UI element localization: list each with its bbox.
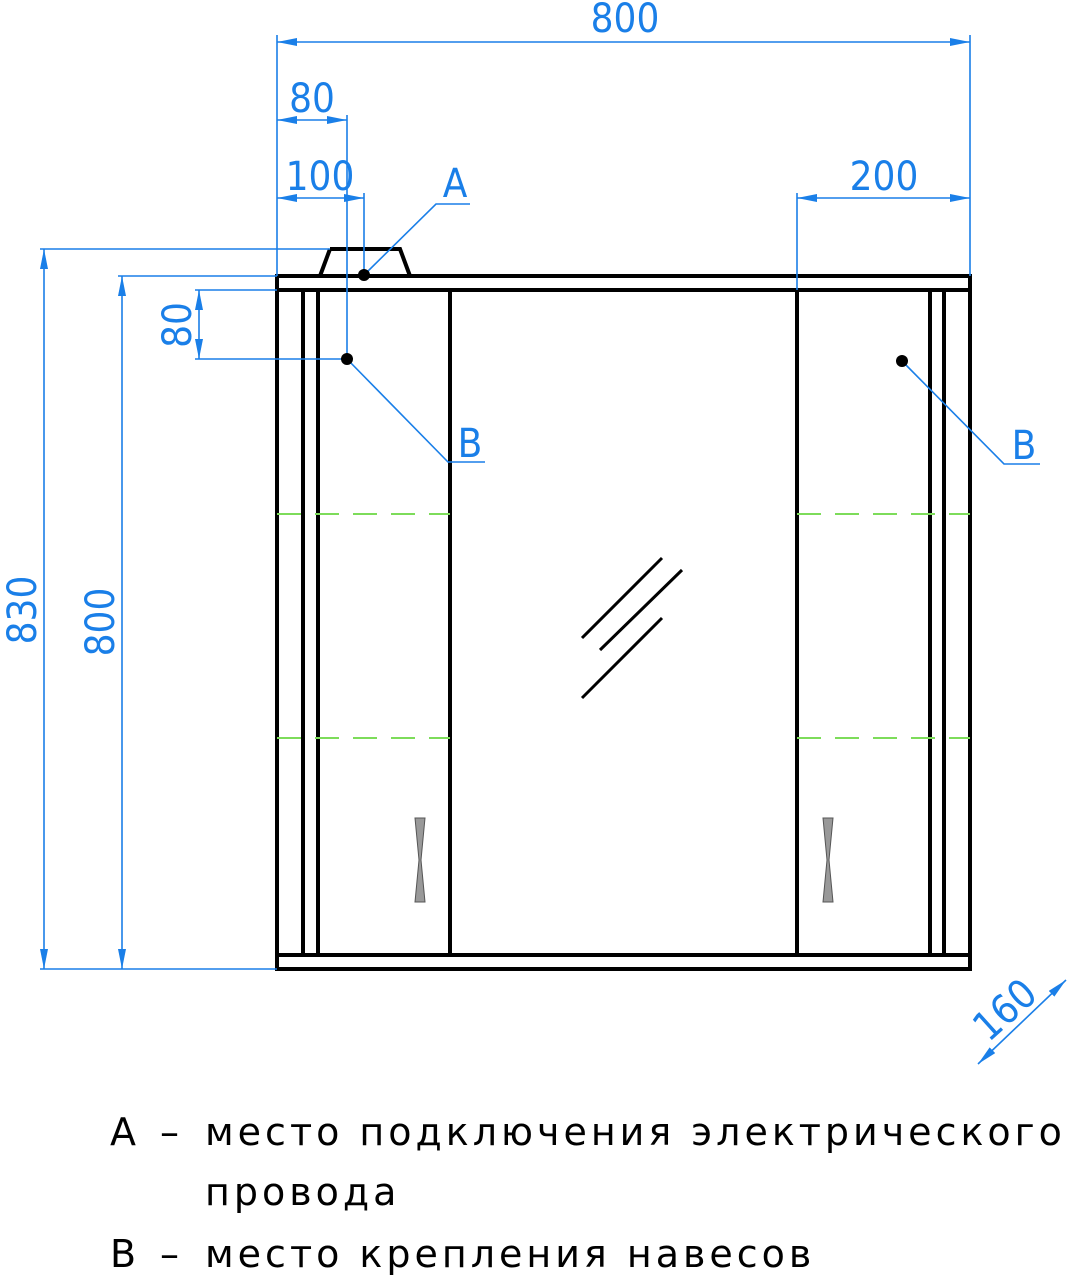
label-b-right: B (1012, 423, 1037, 469)
dim-offset-a: 100 (286, 154, 355, 200)
dim-depth: 160 (964, 970, 1046, 1050)
dim-offset-b-left: 80 (289, 76, 335, 122)
label-a: A (443, 161, 468, 207)
dim-offset-b-top: 80 (155, 302, 201, 348)
dim-offset-b-right: 200 (850, 154, 919, 200)
legend-dash-a: – (160, 1110, 183, 1154)
mirror-hatch (580, 556, 684, 700)
cabinet-outline (275, 247, 972, 971)
legend-text-a-cont: провода (205, 1170, 401, 1214)
dim-height-body: 800 (78, 588, 124, 657)
legend-text-b: место крепления навесов (205, 1232, 816, 1276)
legend-text-a: место подключения электрического (205, 1110, 1066, 1154)
legend-letter-b: В (110, 1232, 141, 1276)
shelf-lines (277, 513, 970, 739)
point-b-right (896, 355, 908, 367)
point-b-left (341, 353, 353, 365)
legend-letter-a: А (110, 1110, 140, 1154)
legend-dash-b: – (160, 1232, 183, 1276)
dim-width-total: 800 (591, 0, 660, 42)
dim-height-total: 830 (0, 576, 46, 645)
handle-right (822, 817, 834, 903)
label-b-left: B (458, 421, 483, 467)
point-a (358, 269, 370, 281)
handle-left (414, 817, 426, 903)
